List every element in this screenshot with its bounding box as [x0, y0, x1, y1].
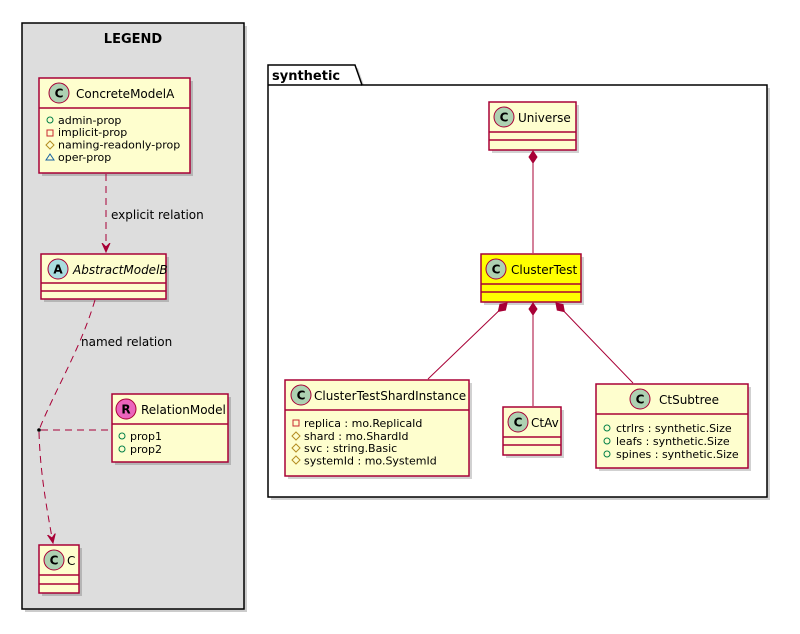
prop-row: replica : mo.ReplicaId [292, 417, 422, 430]
private-icon [292, 419, 300, 427]
svg-text:replica : mo.ReplicaId: replica : mo.ReplicaId [304, 417, 422, 430]
class-stereotype-icon [48, 82, 70, 104]
package-icon [45, 153, 55, 161]
svg-text:leafs : synthetic.Size: leafs : synthetic.Size [616, 435, 730, 448]
public-icon [118, 432, 126, 440]
class-ctav: C CtAv [502, 406, 564, 458]
cluster-test-ctsubtree-edge [555, 302, 634, 384]
cluster-test-shard-edge [427, 302, 508, 380]
prop-row: systemId : mo.SystemId [291, 455, 437, 468]
relation-to-c-edge [38, 431, 53, 543]
svg-text:C: C [492, 263, 501, 277]
svg-text:ctrlrs : synthetic.Size: ctrlrs : synthetic.Size [616, 422, 732, 435]
prop-row: admin-prop [46, 114, 121, 127]
class-name: Universe [518, 111, 571, 125]
prop-row: oper-prop [45, 151, 111, 164]
public-icon [603, 450, 611, 458]
svg-text:svc : string.Basic: svc : string.Basic [304, 442, 397, 455]
protected-icon [45, 140, 55, 150]
protected-icon [291, 431, 301, 441]
prop-row: naming-readonly-prop [45, 139, 180, 152]
class-stereotype-icon [290, 384, 312, 406]
class-name: CtSubtree [659, 393, 719, 407]
svg-text:C: C [636, 393, 645, 407]
svg-text:C: C [500, 111, 509, 125]
class-relation-model: R RelationModel prop1 prop2 [111, 393, 231, 465]
explicit-relation-label: explicit relation [111, 208, 204, 222]
public-icon [46, 116, 54, 124]
protected-icon [291, 455, 301, 465]
class-name: AbstractModelB [72, 263, 168, 277]
svg-text:prop1: prop1 [130, 430, 162, 443]
named-relation-label: named relation [81, 335, 172, 349]
legend-title: LEGEND [104, 32, 163, 47]
abstract-stereotype-icon [47, 258, 69, 280]
class-stereotype-icon [43, 549, 65, 571]
svg-text:R: R [121, 403, 130, 417]
svg-text:implicit-prop: implicit-prop [58, 126, 127, 139]
class-abstract-model-b: A AbstractModelB [40, 253, 169, 302]
svg-text:admin-prop: admin-prop [58, 114, 121, 127]
class-stereotype-icon [493, 106, 515, 128]
public-icon [603, 424, 611, 432]
class-cluster-test: C ClusterTest [480, 253, 584, 305]
prop-row: implicit-prop [46, 126, 127, 139]
private-icon [46, 129, 54, 137]
svg-text:C: C [50, 554, 59, 568]
svg-text:C: C [297, 389, 306, 403]
legend-edges: explicit relation named relation [37, 174, 204, 543]
svg-text:spines : synthetic.Size: spines : synthetic.Size [616, 448, 739, 461]
svg-text:C: C [514, 416, 523, 430]
class-name: ClusterTest [511, 263, 578, 277]
class-name: C [67, 554, 75, 568]
relation-junction [37, 428, 41, 432]
prop-row: prop1 [118, 430, 162, 443]
prop-row: spines : synthetic.Size [603, 448, 739, 461]
svg-text:naming-readonly-prop: naming-readonly-prop [58, 139, 180, 152]
svg-text:oper-prop: oper-prop [58, 151, 111, 164]
class-c: C C [38, 544, 82, 596]
stereotype-letter: C [55, 87, 64, 101]
svg-text:A: A [53, 263, 63, 277]
public-icon [118, 445, 126, 453]
class-cluster-test-shard-instance: C ClusterTestShardInstance replica : mo.… [284, 379, 472, 479]
class-universe: C Universe [488, 101, 579, 153]
svg-text:systemId : mo.SystemId: systemId : mo.SystemId [304, 455, 437, 468]
prop-row: shard : mo.ShardId [291, 430, 408, 443]
relation-stereotype-icon [115, 398, 137, 420]
package-name: synthetic [272, 69, 340, 84]
class-name: ClusterTestShardInstance [314, 389, 466, 403]
class-name: RelationModel [141, 403, 226, 417]
class-concrete-model-a: C ConcreteModelA admin-prop implicit-pro… [38, 77, 193, 176]
prop-row: svc : string.Basic [291, 442, 397, 455]
named-relation-edge [38, 299, 96, 431]
svg-text:prop2: prop2 [130, 443, 162, 456]
class-ctsubtree: C CtSubtree ctrlrs : synthetic.Size leaf… [595, 383, 751, 471]
prop-row: leafs : synthetic.Size [603, 435, 730, 448]
public-icon [603, 437, 611, 445]
class-name: ConcreteModelA [76, 87, 175, 101]
class-stereotype-icon [629, 388, 651, 410]
prop-row: ctrlrs : synthetic.Size [603, 422, 732, 435]
svg-text:shard : mo.ShardId: shard : mo.ShardId [304, 430, 408, 443]
prop-row: prop2 [118, 443, 162, 456]
class-stereotype-icon [507, 411, 529, 433]
class-name: CtAv [531, 416, 559, 430]
class-stereotype-icon [485, 258, 507, 280]
composition-edges [427, 150, 634, 406]
protected-icon [291, 443, 301, 453]
